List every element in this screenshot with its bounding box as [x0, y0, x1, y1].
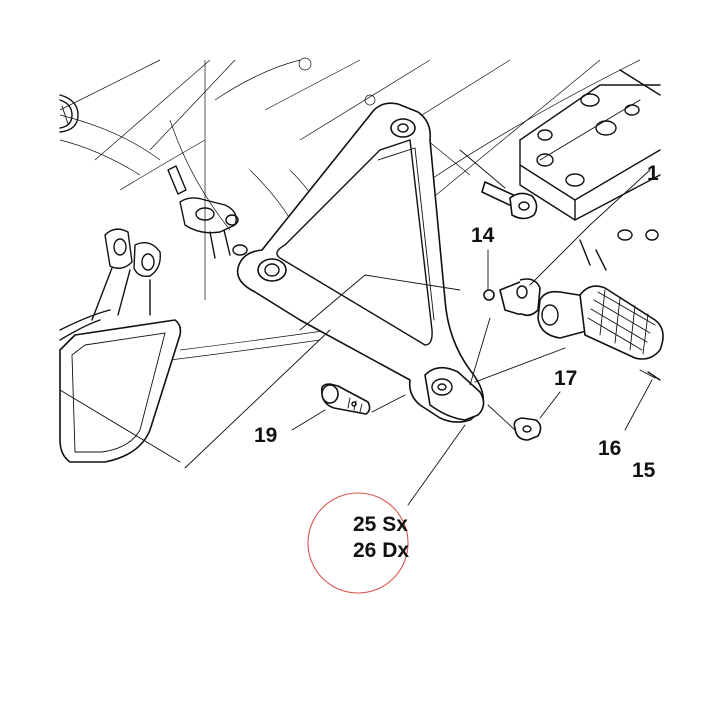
snap-ring-17 [513, 417, 542, 441]
footpeg [537, 285, 664, 360]
label-part-15: 15 [632, 459, 656, 482]
label-part-25: 25 Sx [353, 513, 408, 536]
bolt-upper [481, 181, 538, 220]
clevis-pin-19 [320, 383, 371, 415]
highlight-circle [307, 492, 409, 594]
brake-pedal [59, 228, 161, 341]
label-part-1: 1 [647, 162, 659, 185]
label-part-16: 16 [598, 437, 621, 460]
footrest-bracket [236, 102, 485, 423]
heel-guard-plate [59, 319, 182, 463]
pin-16 [624, 371, 661, 431]
hub-detail [59, 94, 79, 133]
leader-lines [291, 169, 651, 506]
label-part-17: 17 [554, 367, 577, 390]
pivot-pin-14 [483, 278, 541, 317]
label-part-19: 19 [254, 424, 277, 447]
assembly-guide-lines [59, 149, 656, 469]
label-part-26: 26 Dx [353, 539, 409, 562]
engine-case [519, 69, 661, 271]
label-part-14: 14 [471, 224, 495, 247]
linkage-bracket [167, 165, 248, 259]
